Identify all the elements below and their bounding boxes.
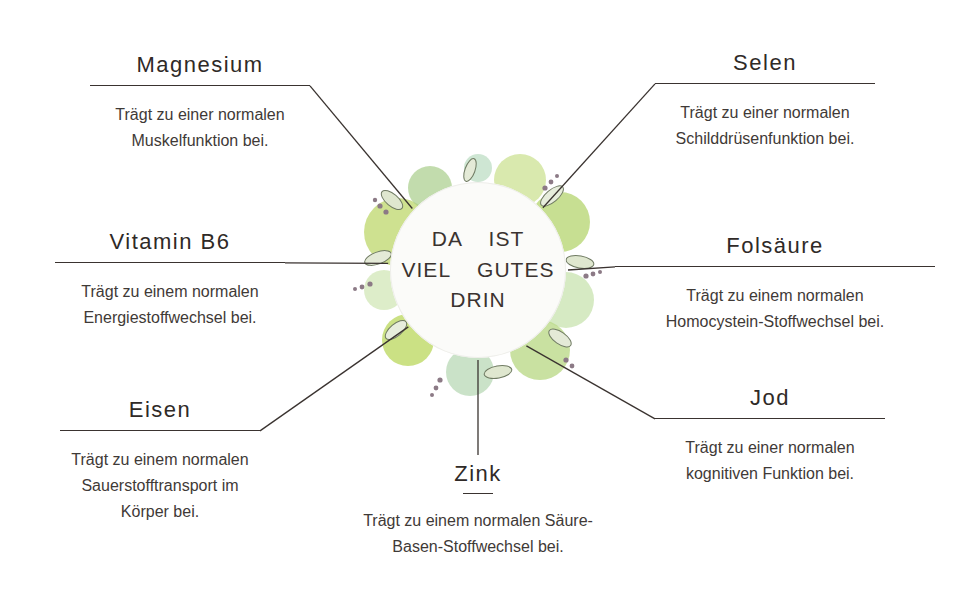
nutrient-heading: Vitamin B6 bbox=[55, 229, 285, 263]
nutrient-node: JodTrägt zu einer normalen kognitiven Fu… bbox=[655, 385, 885, 487]
nutrient-heading: Folsäure bbox=[615, 233, 935, 267]
nutrient-description: Trägt zu einer normalen Schilddrüsenfunk… bbox=[665, 100, 865, 151]
nutrient-node: ZinkTrägt zu einem normalen Säure-Basen-… bbox=[328, 455, 628, 560]
leader-connector bbox=[543, 84, 655, 208]
nutrient-heading: Eisen bbox=[60, 397, 260, 431]
nutrient-description: Trägt zu einem normalen Säure-Basen-Stof… bbox=[351, 508, 606, 559]
leader-connector bbox=[526, 346, 655, 419]
nutrient-heading: Zink bbox=[328, 461, 628, 493]
leader-connector bbox=[260, 327, 408, 431]
heading-accent bbox=[463, 493, 493, 494]
nutrient-heading: Jod bbox=[655, 385, 885, 419]
nutrient-heading: Selen bbox=[655, 50, 875, 84]
leader-connector bbox=[568, 267, 615, 270]
leader-connector bbox=[477, 360, 478, 455]
nutrient-node: SelenTrägt zu einer normalen Schilddrüse… bbox=[655, 50, 875, 152]
nutrient-node: MagnesiumTrägt zu einer normalen Muskelf… bbox=[90, 52, 310, 154]
center-title: DA IST VIEL GUTES DRIN bbox=[397, 224, 559, 315]
leader-connector bbox=[310, 86, 412, 209]
nutrient-heading: Magnesium bbox=[90, 52, 310, 86]
nutrient-node: FolsäureTrägt zu einem normalen Homocyst… bbox=[615, 233, 935, 335]
nutrient-description: Trägt zu einem normalen Sauerstofftransp… bbox=[60, 447, 260, 524]
nutrient-node: Vitamin B6 Trägt zu einem normalen Energi… bbox=[55, 229, 285, 331]
nutrient-description: Trägt zu einem normalen Energiestoffwech… bbox=[70, 279, 270, 330]
leader-connector bbox=[285, 262, 388, 264]
nutrient-node: EisenTrägt zu einem normalen Sauerstofft… bbox=[60, 397, 260, 524]
center-circle: DA IST VIEL GUTES DRIN bbox=[390, 182, 566, 358]
nutrient-description: Trägt zu einem normalen Homocystein-Stof… bbox=[655, 283, 895, 334]
nutrient-description: Trägt zu einer normalen Muskelfunktion b… bbox=[100, 102, 300, 153]
nutrient-description: Trägt zu einer normalen kognitiven Funkt… bbox=[670, 435, 870, 486]
